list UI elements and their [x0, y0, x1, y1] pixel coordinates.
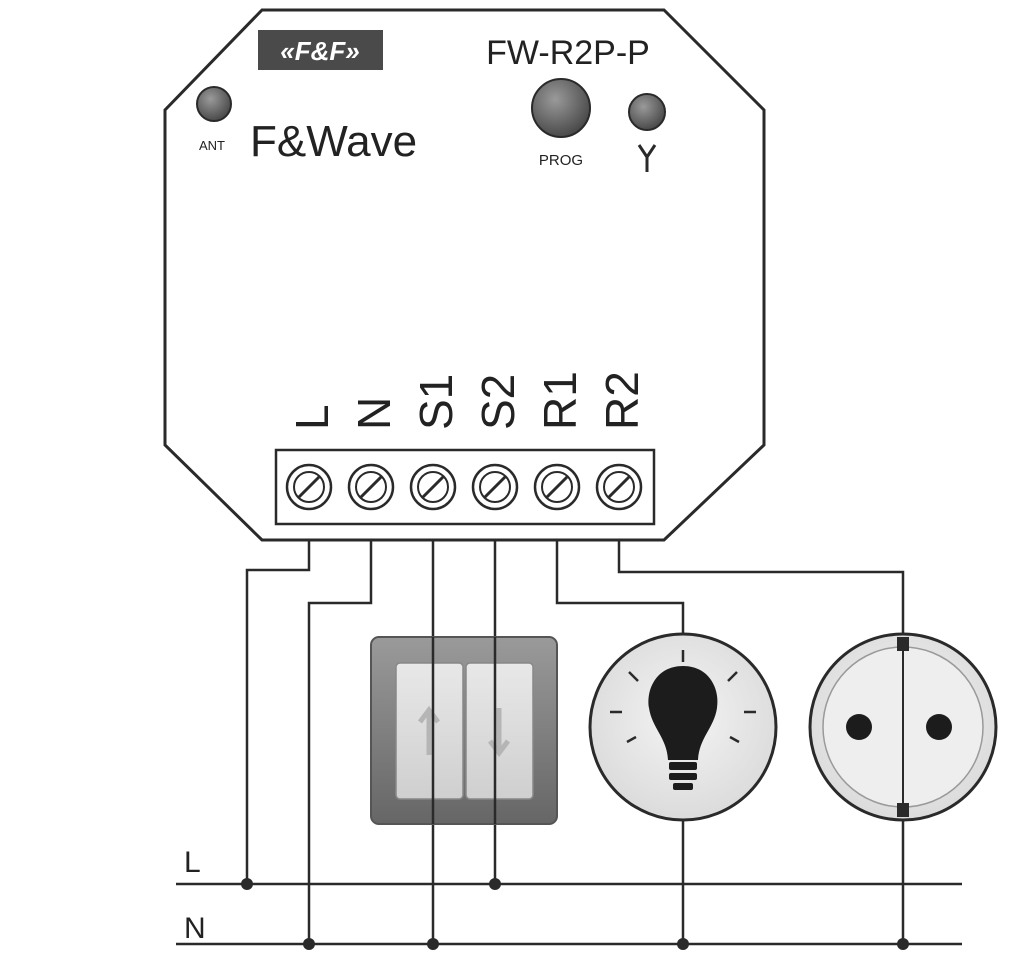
live-bus-label: L [184, 846, 201, 879]
terminal-screw-n[interactable] [347, 463, 395, 511]
junction-dot [489, 878, 501, 890]
antenna-signal-icon [637, 144, 657, 172]
prog-label: PROG [539, 152, 583, 169]
power-socket-icon [808, 632, 998, 822]
ant-led [196, 86, 232, 122]
terminal-screw-s2[interactable] [471, 463, 519, 511]
prog-button[interactable] [531, 78, 591, 138]
terminal-label-s2: S2 [472, 374, 524, 430]
brand-logo-text: «F&F» [280, 36, 359, 66]
terminal-label-r2: R2 [596, 371, 648, 430]
supply-bus [176, 882, 962, 946]
terminal-label-s1: S1 [410, 374, 462, 430]
arrow-down-icon [488, 708, 510, 758]
terminal-labels: L N S1 S2 R1 R2 [286, 371, 648, 430]
terminal-block [274, 448, 656, 526]
junction-dot [427, 938, 439, 950]
neutral-bus-label: N [184, 912, 206, 945]
terminal-label-l: L [286, 404, 338, 430]
model-label: FW-R2P-P [486, 34, 650, 72]
ant-label: ANT [199, 138, 225, 153]
brand-logo: «F&F» [258, 30, 383, 70]
terminal-screw-l[interactable] [285, 463, 333, 511]
terminal-label-n: N [348, 397, 400, 430]
junction-dot [897, 938, 909, 950]
junction-dots [241, 878, 909, 950]
product-name-text: F&Wave [250, 117, 417, 166]
junction-dot [303, 938, 315, 950]
arrow-up-icon [418, 705, 440, 755]
wire-l [245, 540, 311, 884]
terminal-screw-r2[interactable] [595, 463, 643, 511]
terminal-label-r1: R1 [534, 371, 586, 430]
junction-dot [677, 938, 689, 950]
light-bulb-icon [588, 632, 778, 822]
terminal-screws [285, 463, 643, 511]
relay-module: «F&F» FW-R2P-P ANT F&Wave PROG L N S1 S2… [163, 8, 766, 542]
status-led [628, 93, 666, 131]
terminal-screw-r1[interactable] [533, 463, 581, 511]
junction-dot [241, 878, 253, 890]
wire-n [307, 540, 373, 944]
module-housing [163, 8, 766, 542]
product-name: F&Wave [250, 117, 417, 166]
terminal-screw-s1[interactable] [409, 463, 457, 511]
double-rocker-switch-icon [370, 636, 558, 825]
